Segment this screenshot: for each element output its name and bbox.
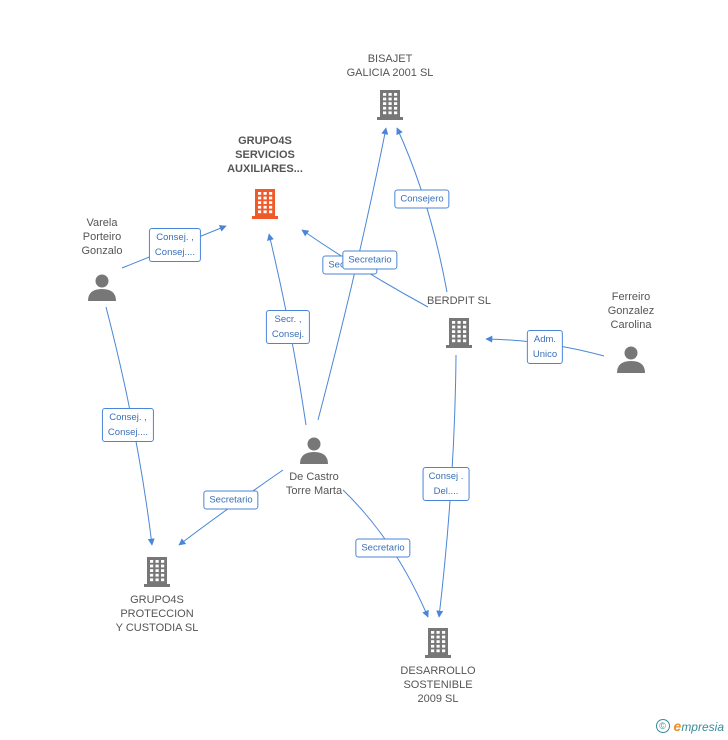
copyright-icon: ©	[655, 719, 670, 733]
person-icon-ferreiro[interactable]	[617, 346, 645, 374]
edge-label-berdpit-desarrollo[interactable]: Consej .Del....	[422, 467, 470, 501]
building-icon-grupo4s_proteccion[interactable]	[144, 557, 170, 587]
edge-label-decastro-desarrollo[interactable]: Secretario	[355, 538, 411, 558]
building-icon-berdpit[interactable]	[446, 318, 472, 348]
building-icon-bisajet[interactable]	[377, 90, 403, 120]
edge-label-berdpit-grupo4s[interactable]: Secretario	[342, 250, 398, 270]
edge-label-decastro-proteccion[interactable]: Secretario	[203, 490, 259, 510]
edge-label-berdpit-bisajet[interactable]: Consejero	[394, 189, 450, 209]
person-icon-varela[interactable]	[88, 274, 116, 302]
edge-label-varela-proteccion[interactable]: Consej. ,Consej....	[101, 408, 155, 442]
edge-label-varela-grupo4s[interactable]: Consej. ,Consej....	[148, 228, 202, 262]
edge-label-ferreiro-berdpit[interactable]: Adm.Unico	[526, 330, 564, 364]
brand-logo[interactable]: empresia	[673, 718, 724, 734]
node-label-berdpit[interactable]: BERDPIT SL	[427, 295, 491, 307]
edge-berdpit-bisajet	[396, 127, 448, 293]
footer-brand: © empresia	[655, 718, 724, 734]
building-icon-grupo4s_servicios[interactable]	[252, 189, 278, 219]
building-icon-desarrollo[interactable]	[425, 628, 451, 658]
person-icon-decastro[interactable]	[300, 437, 328, 465]
edge-label-decastro-grupo4s[interactable]: Secr. ,Consej.	[265, 310, 311, 344]
